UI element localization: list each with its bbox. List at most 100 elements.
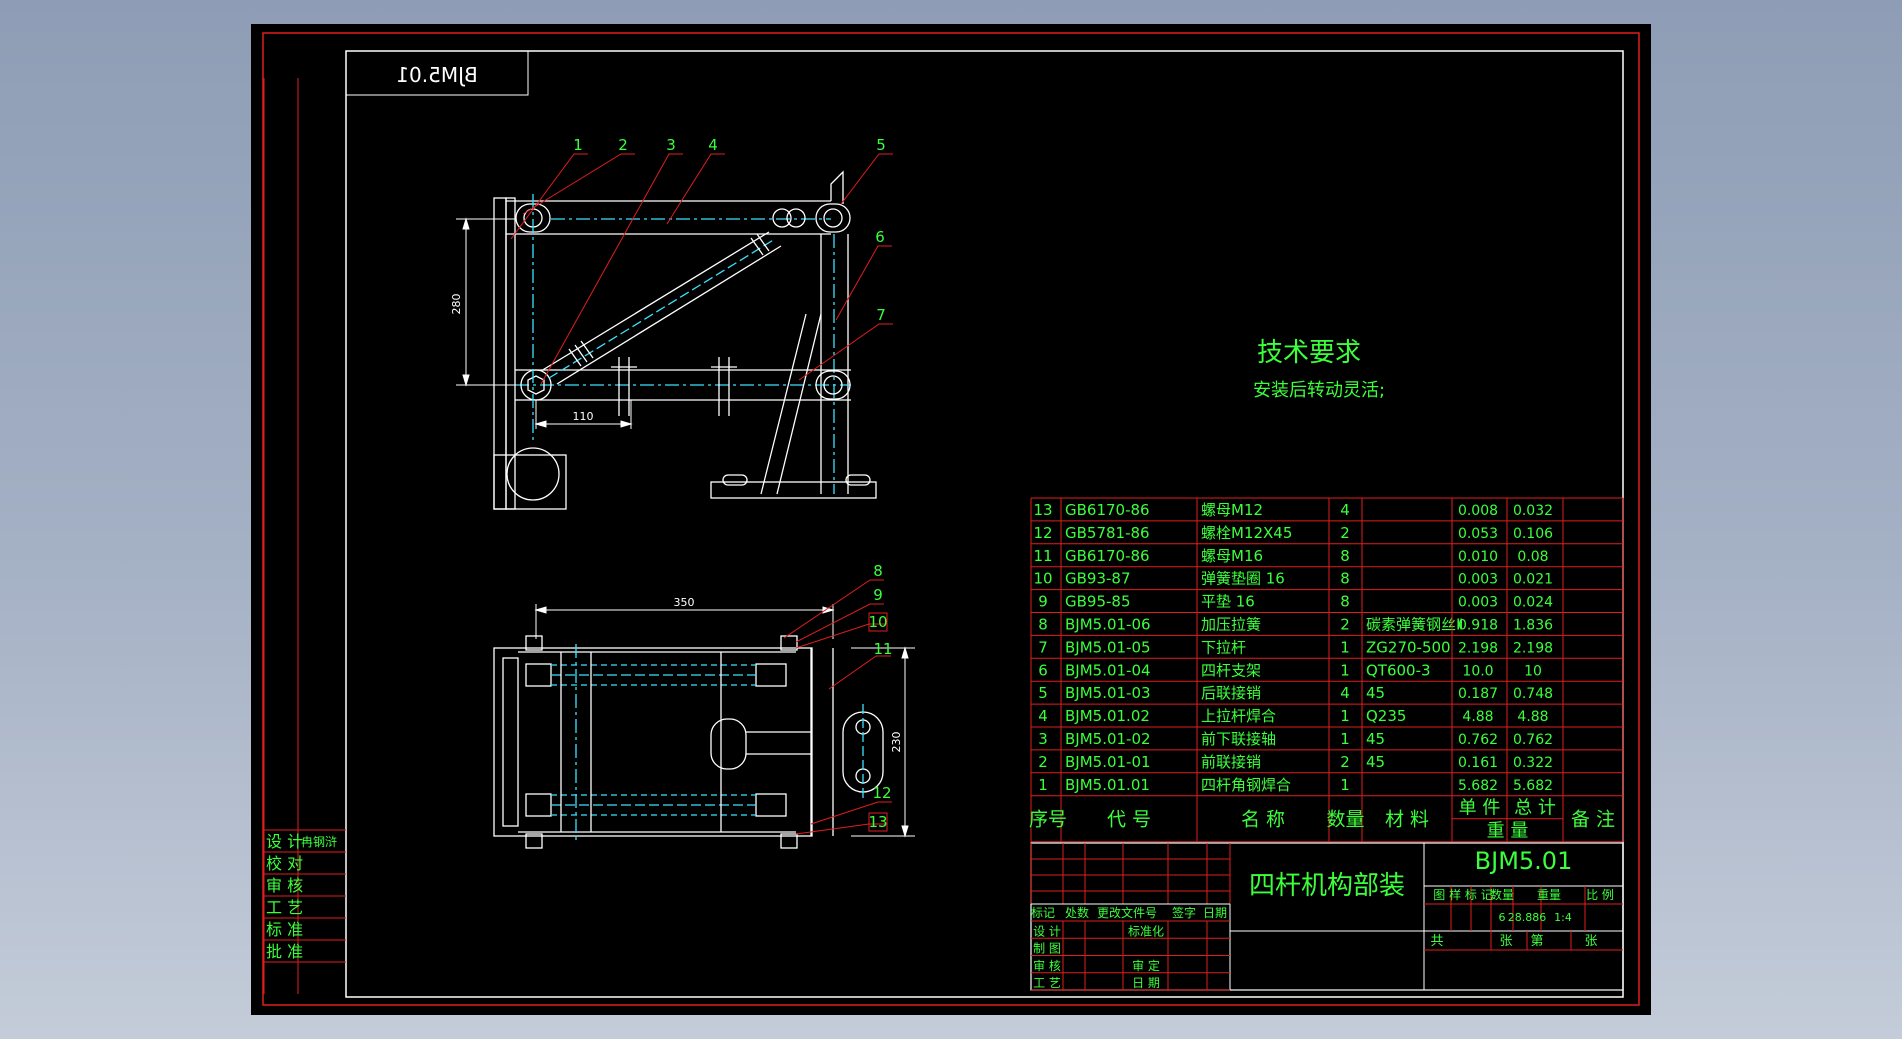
bom-name: 螺母M12 xyxy=(1201,501,1263,519)
bom-unit-weight: 4.88 xyxy=(1462,709,1493,725)
bom-no: 13 xyxy=(1033,501,1052,519)
bom-total-weight: 0.08 xyxy=(1517,549,1548,565)
bom-total-weight: 4.88 xyxy=(1517,709,1548,725)
strip-role-label: 工 艺 xyxy=(266,898,303,917)
bom-no: 4 xyxy=(1038,707,1048,725)
bom-code: BJM5.01-06 xyxy=(1065,616,1151,634)
strip-role-label: 批 准 xyxy=(266,942,303,961)
bom-header-unit: 单 件 xyxy=(1459,798,1501,819)
bom-qty: 2 xyxy=(1340,524,1350,542)
bom-qty: 1 xyxy=(1340,730,1350,748)
top-view-dimensions xyxy=(534,604,915,838)
bom-code: BJM5.01-02 xyxy=(1065,730,1151,748)
bom-header-material: 材 料 xyxy=(1385,809,1429,831)
bom-name: 前联接销 xyxy=(1201,753,1261,771)
bom-qty: 4 xyxy=(1340,684,1350,702)
rev-header-file: 更改文件号 xyxy=(1097,905,1157,920)
leader-line xyxy=(810,801,892,825)
sheets-label: 张 xyxy=(1499,934,1512,949)
front-view xyxy=(493,170,877,510)
tech-req-body: 安装后转动灵活; xyxy=(1253,380,1385,401)
leader-line xyxy=(828,655,891,690)
bom-total-weight: 0.322 xyxy=(1513,755,1553,771)
bom-total-weight: 2.198 xyxy=(1513,640,1553,656)
bom-unit-weight: 0.008 xyxy=(1458,503,1498,519)
balloon-label-7: 7 xyxy=(876,306,886,324)
sign-role2: 日 期 xyxy=(1132,976,1160,990)
bom-name: 加压拉簧 xyxy=(1201,616,1261,634)
bom-no: 2 xyxy=(1038,753,1048,771)
rev-header-date: 日期 xyxy=(1203,906,1227,920)
bom-no: 9 xyxy=(1038,593,1048,611)
bom-code: GB5781-86 xyxy=(1065,524,1150,542)
drawing-number-box xyxy=(345,50,529,96)
dim-vertical-280: 280 xyxy=(450,294,463,315)
bom-name: 螺母M16 xyxy=(1201,547,1263,565)
bom-total-weight: 5.682 xyxy=(1513,778,1553,794)
leader-line xyxy=(835,245,892,321)
bom-no: 10 xyxy=(1033,570,1052,588)
bom-unit-weight: 0.003 xyxy=(1458,595,1498,611)
bom-unit-weight: 0.187 xyxy=(1458,686,1498,702)
sheets-total-label: 共 xyxy=(1430,934,1443,949)
sign-role: 工 艺 xyxy=(1033,976,1061,990)
rev-header-count: 处数 xyxy=(1065,905,1089,920)
leader-line xyxy=(666,153,725,225)
top-view xyxy=(493,635,884,849)
bom-material: ZG270-500 xyxy=(1366,638,1451,656)
leader-line xyxy=(522,153,635,215)
bom-name: 平垫 16 xyxy=(1201,593,1255,611)
balloon-label-1: 1 xyxy=(573,136,583,154)
bom-code: BJM5.01.02 xyxy=(1065,707,1150,725)
bom-material: 45 xyxy=(1366,684,1385,702)
balloon-label-6: 6 xyxy=(875,228,885,246)
bom-name: 前下联接轴 xyxy=(1201,730,1276,748)
balloon-box xyxy=(868,812,888,832)
bom-total-weight: 0.762 xyxy=(1513,732,1553,748)
bom-material: 45 xyxy=(1366,753,1385,771)
bom-total-weight: 10 xyxy=(1524,663,1542,679)
bom-qty: 8 xyxy=(1340,593,1350,611)
bom-total-weight: 0.106 xyxy=(1513,526,1553,542)
bom-unit-weight: 0.053 xyxy=(1458,526,1498,542)
bom-qty: 8 xyxy=(1340,547,1350,565)
bom-code: GB6170-86 xyxy=(1065,501,1150,519)
bom-unit-weight: 0.918 xyxy=(1458,618,1498,634)
bom-code: BJM5.01.01 xyxy=(1065,776,1150,794)
bom-code: GB93-87 xyxy=(1065,570,1131,588)
bom-material: Q235 xyxy=(1366,707,1406,725)
bom-name: 螺栓M12X45 xyxy=(1201,524,1292,542)
balloon-label-9: 9 xyxy=(873,586,883,604)
bom-unit-weight: 0.010 xyxy=(1458,549,1498,565)
bom-qty: 1 xyxy=(1340,661,1350,679)
weight-label: 重量 xyxy=(1537,888,1561,902)
bom-code: GB6170-86 xyxy=(1065,547,1150,565)
title-drawing-no: BJM5.01 xyxy=(1475,847,1573,875)
bom-code: BJM5.01-01 xyxy=(1065,753,1151,771)
bom-no: 6 xyxy=(1038,661,1048,679)
bom-qty: 8 xyxy=(1340,570,1350,588)
sheet-label: 张 xyxy=(1584,934,1597,949)
bom-qty: 2 xyxy=(1340,753,1350,771)
scale-value: 1:4 xyxy=(1554,911,1572,924)
balloon-label-13: 13 xyxy=(868,813,887,831)
bom-total-weight: 0.748 xyxy=(1513,686,1553,702)
bom-unit-weight: 0.762 xyxy=(1458,732,1498,748)
sheet-no-label: 第 xyxy=(1530,934,1543,949)
bom-header-no: 序号 xyxy=(1029,809,1067,831)
bom-header-weight: 重 量 xyxy=(1487,821,1529,842)
sign-role: 制 图 xyxy=(1033,942,1061,956)
bom-qty: 1 xyxy=(1340,638,1350,656)
bom-qty: 4 xyxy=(1340,501,1350,519)
bom-no: 7 xyxy=(1038,638,1048,656)
bom-unit-weight: 10.0 xyxy=(1462,663,1493,679)
bom-no: 12 xyxy=(1033,524,1052,542)
sign-role: 审 核 xyxy=(1033,958,1061,973)
bom-qty: 1 xyxy=(1340,776,1350,794)
drawing-number-mirrored: BJM5.01 xyxy=(396,63,477,87)
bom-qty: 2 xyxy=(1340,616,1350,634)
bom-total-weight: 0.021 xyxy=(1513,572,1553,588)
balloon-label-11: 11 xyxy=(873,640,892,658)
